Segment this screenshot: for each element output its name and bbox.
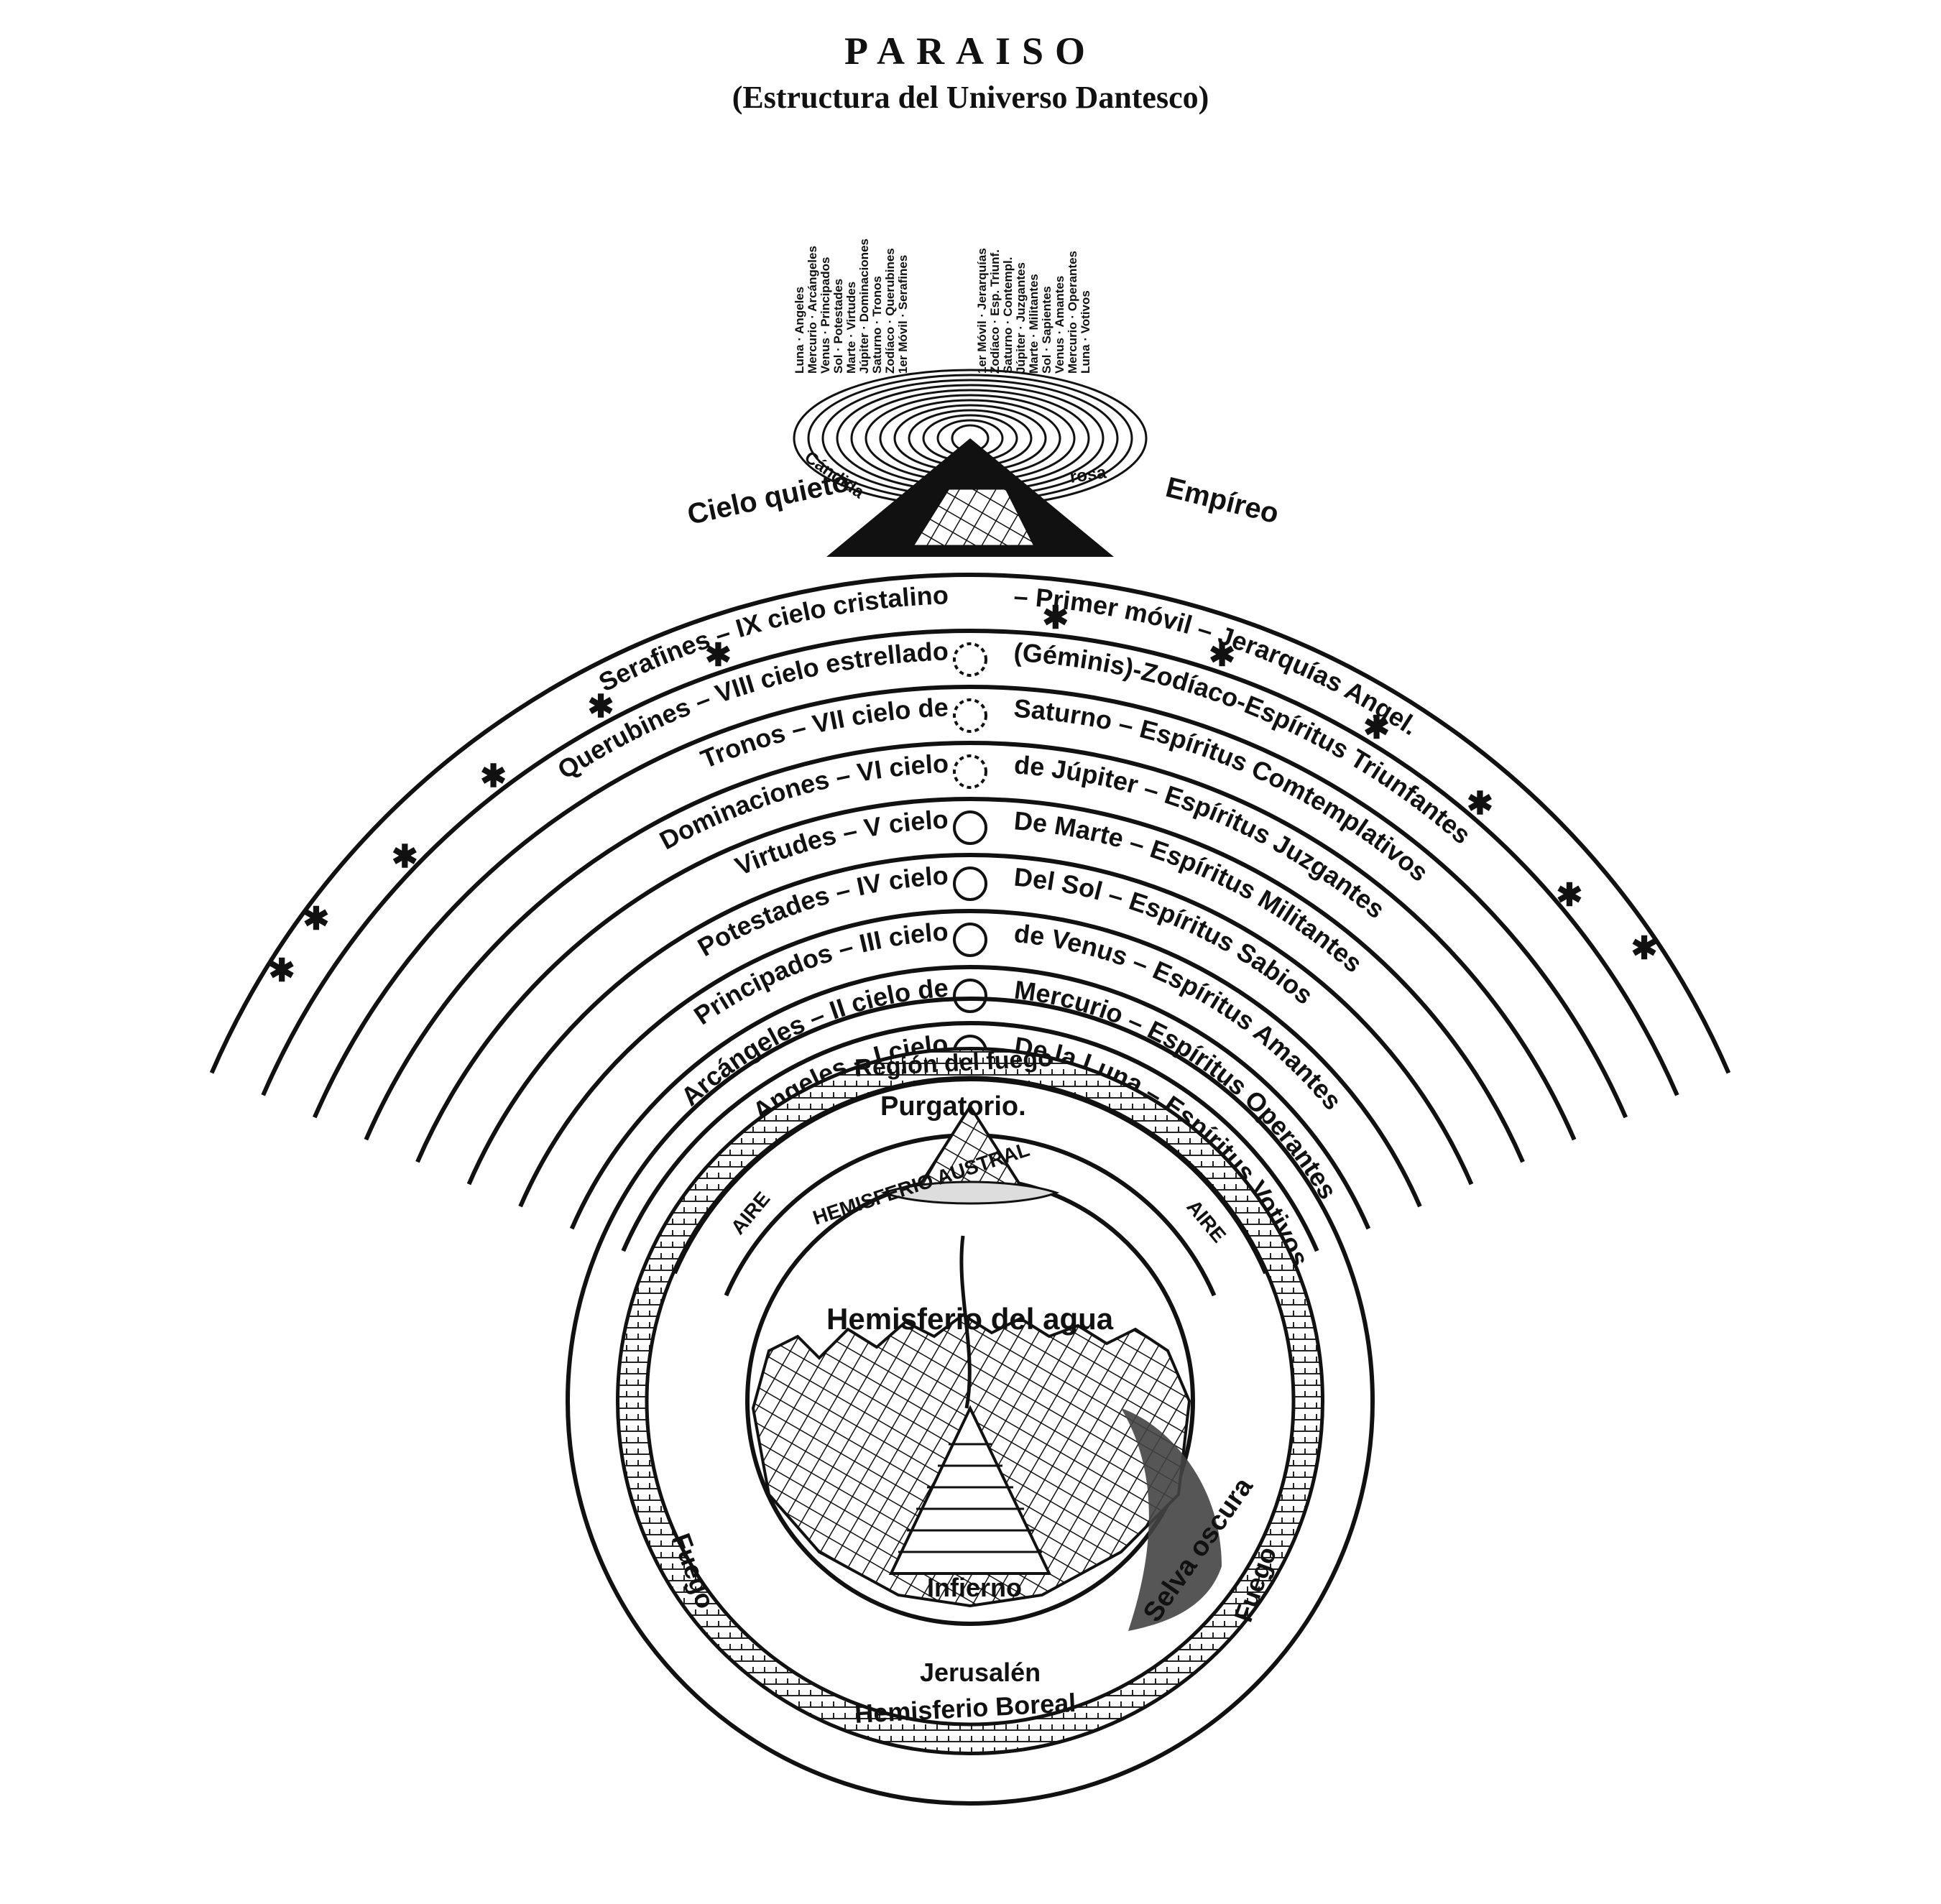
diagram-subtitle: (Estructura del Universo Dantesco) xyxy=(732,80,1209,115)
empyrean-column-right: Luna · Votivos xyxy=(1079,290,1092,374)
star-mark: ✱ xyxy=(269,953,295,989)
star-mark: ✱ xyxy=(1467,786,1493,821)
empyrean-column-right: Sol · Sapientes xyxy=(1040,286,1054,374)
empyrean-column-left: Luna · Angeles xyxy=(793,287,806,374)
star-mark: ✱ xyxy=(303,902,330,937)
water-hemisphere-label: Hemisferio del agua xyxy=(826,1302,1114,1336)
empireo-label: Empíreo xyxy=(1163,471,1282,530)
purgatory-label: Purgatorio. xyxy=(880,1091,1026,1122)
empyrean-column-right: Júpiter · Juzgantes xyxy=(1014,262,1028,374)
heaven-arc xyxy=(261,629,1679,1096)
empyrean-column-right: Saturno · Contempl. xyxy=(1001,257,1015,374)
planet-circle xyxy=(953,866,987,901)
jerusalem-label: Jerusalén xyxy=(920,1658,1041,1687)
hell-label: Infierno xyxy=(927,1573,1022,1602)
empyrean-column-right: Zodíaco · Esp. Triunf. xyxy=(988,249,1002,374)
planet-circle xyxy=(953,642,987,677)
star-marks: ✱✱✱✱✱✱✱✱✱✱✱✱ xyxy=(269,601,1658,989)
earth-outer-ring xyxy=(566,997,1375,1806)
heaven-arc xyxy=(209,573,1731,1074)
heaven-arc xyxy=(569,965,1371,1230)
diagram-title: PARAISO xyxy=(844,29,1097,73)
star-mark: ✱ xyxy=(588,689,614,724)
heaven-arcs xyxy=(209,573,1731,1297)
diagram-heading: PARAISO (Estructura del Universo Dantesc… xyxy=(0,29,1941,116)
empyrean-column-left: Zodíaco · Querubines xyxy=(883,248,897,374)
empyrean-column-left: Sol · Potestades xyxy=(831,279,845,374)
planet-circle xyxy=(953,698,987,733)
empyrean-column-left: Júpiter · Dominaciones xyxy=(857,239,871,374)
planet-circle xyxy=(953,754,987,789)
empyrean-column-left: Saturno · Tronos xyxy=(870,276,884,374)
planet-symbols xyxy=(953,642,987,1069)
empyrean-column-left: Marte · Virtudes xyxy=(844,282,858,374)
empyrean-column-right: Mercurio · Operantes xyxy=(1066,251,1079,374)
heaven-arc xyxy=(313,684,1628,1119)
earth-sphere xyxy=(616,1047,1324,1755)
heaven-arc xyxy=(518,909,1422,1208)
star-mark: ✱ xyxy=(1363,711,1390,746)
planet-circle xyxy=(953,810,987,845)
star-mark: ✱ xyxy=(1209,637,1235,673)
heaven-arc xyxy=(621,1020,1319,1252)
planet-circle xyxy=(953,923,987,957)
star-mark: ✱ xyxy=(1042,601,1069,636)
empyrean-pyramid xyxy=(826,438,1114,557)
heaven-arc xyxy=(466,853,1474,1186)
empyrean-column-right: Venus · Amantes xyxy=(1053,276,1066,374)
empyrean-column-left: Venus · Principados xyxy=(819,257,832,374)
heaven-arc xyxy=(415,797,1525,1163)
star-mark: ✱ xyxy=(1557,878,1583,913)
empyrean-column-right: Marte · Militantes xyxy=(1027,274,1041,374)
empyrean-column-right: 1er Móvil · Jerarquías xyxy=(975,248,989,374)
heaven-arc xyxy=(364,741,1577,1141)
star-mark: ✱ xyxy=(480,759,507,794)
star-mark: ✱ xyxy=(392,839,418,874)
empyrean-column-left: Mercurio · Arcángeles xyxy=(806,246,819,374)
planet-circle xyxy=(953,979,987,1013)
empyrean-column-left: 1er Móvil · Serafines xyxy=(896,255,910,374)
star-mark: ✱ xyxy=(1631,930,1658,966)
star-mark: ✱ xyxy=(705,637,732,673)
